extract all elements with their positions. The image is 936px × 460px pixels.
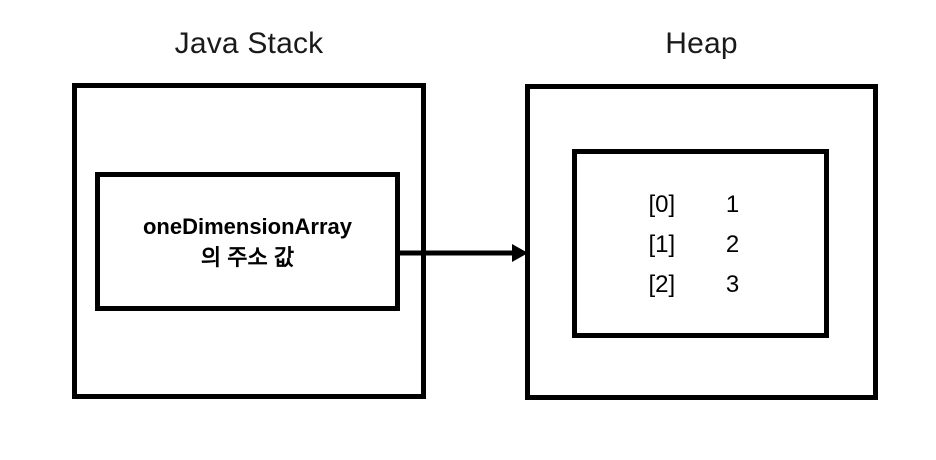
stack-variable-box: oneDimensionArray 의 주소 값 [95, 172, 400, 311]
stack-region-label: Java Stack [174, 27, 324, 60]
array-row: [0] 1 [649, 188, 753, 222]
array-index-label: [0] [648, 190, 676, 218]
array-value: 3 [725, 270, 740, 298]
array-row-list: [0] 1 [1] 2 [2] 3 [649, 188, 753, 302]
array-value: 1 [725, 190, 740, 218]
array-index-label: [2] [648, 270, 676, 298]
array-value: 2 [725, 230, 740, 258]
array-row: [1] 2 [649, 228, 753, 262]
array-row: [2] 3 [649, 268, 753, 302]
heap-region-label: Heap [665, 27, 738, 60]
stack-variable-description: 의 주소 값 [200, 244, 295, 270]
stack-variable-name: oneDimensionArray [142, 213, 353, 239]
reference-arrow-icon [398, 244, 528, 262]
array-index-label: [1] [648, 230, 676, 258]
heap-array-box: [0] 1 [1] 2 [2] 3 [572, 149, 829, 338]
